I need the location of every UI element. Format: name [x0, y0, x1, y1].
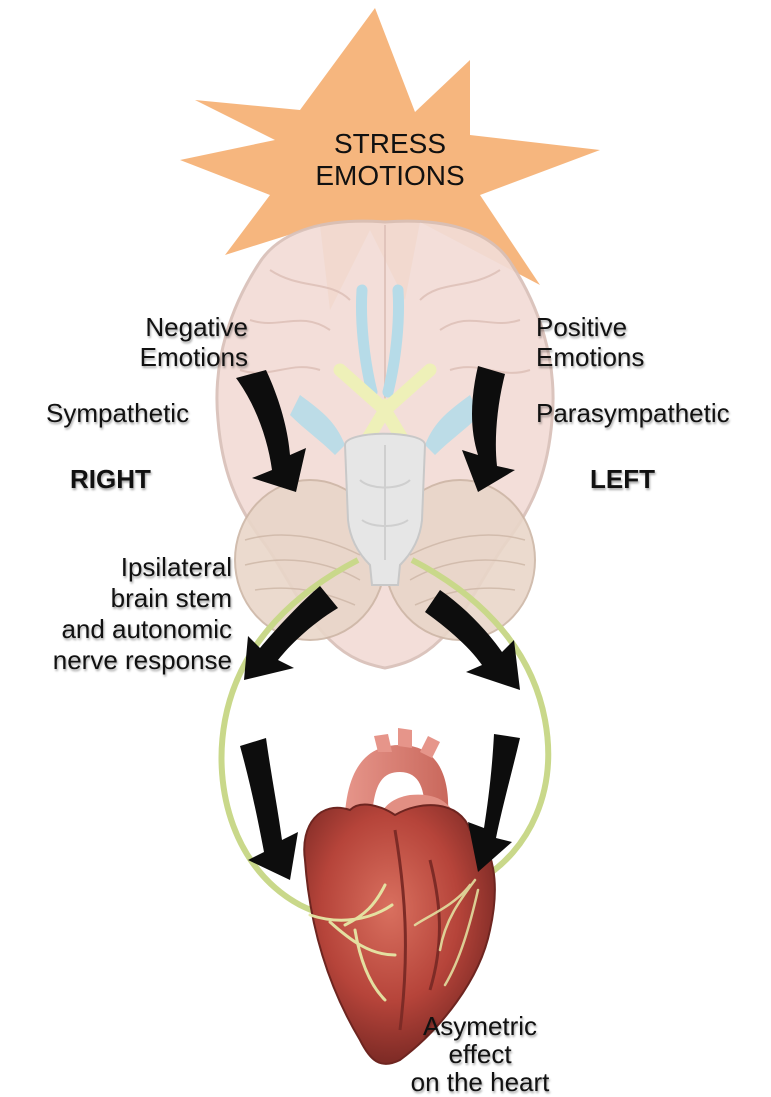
negative-line-2: Emotions — [60, 342, 248, 372]
asymmetric-effect-label: Asymetric effect on the heart — [380, 1012, 580, 1096]
stress-line-2: EMOTIONS — [300, 160, 480, 192]
positive-emotions-label: Positive Emotions — [536, 312, 736, 372]
parasympathetic-label: Parasympathetic — [536, 398, 730, 428]
stress-emotions-label: STRESS EMOTIONS — [300, 128, 480, 192]
negative-line-1: Negative — [60, 312, 248, 342]
response-line-4: nerve response — [10, 645, 232, 676]
negative-emotions-label: Negative Emotions — [60, 312, 248, 372]
effect-line-2: effect — [380, 1040, 580, 1068]
positive-line-2: Emotions — [536, 342, 736, 372]
sympathetic-label: Sympathetic — [46, 398, 189, 428]
response-line-1: Ipsilateral — [10, 552, 232, 583]
right-side-label: RIGHT — [70, 464, 151, 494]
positive-line-1: Positive — [536, 312, 736, 342]
aorta-branch-1 — [374, 734, 392, 752]
ipsilateral-response-label: Ipsilateral brain stem and autonomic ner… — [10, 552, 232, 676]
effect-line-1: Asymetric — [380, 1012, 580, 1040]
effect-line-3: on the heart — [380, 1068, 580, 1096]
aorta-branch-2 — [398, 728, 412, 748]
stress-line-1: STRESS — [300, 128, 480, 160]
response-line-2: brain stem — [10, 583, 232, 614]
left-side-label: LEFT — [590, 464, 655, 494]
response-line-3: and autonomic — [10, 614, 232, 645]
